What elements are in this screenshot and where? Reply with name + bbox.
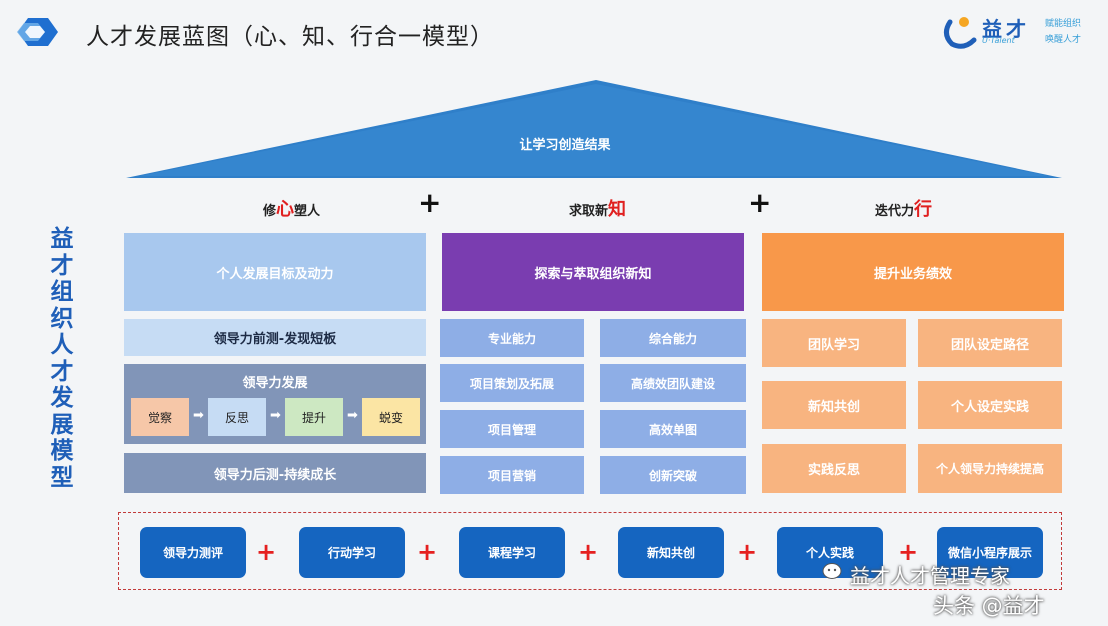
action-cell: 个人设定实践 [918, 381, 1062, 429]
action-cell: 团队学习 [762, 319, 906, 367]
bottom-item: 新知共创 [618, 527, 724, 578]
roof [126, 80, 1062, 178]
side-title: 益才组织人才发展模型 [50, 226, 74, 491]
middle-column-header: 探索与萃取组织新知 [442, 233, 744, 311]
left-post-assessment: 领导力后测-持续成长 [124, 453, 426, 493]
plus-icon: + [898, 538, 919, 566]
brand-tagline-1: 赋能组织 [1045, 19, 1082, 29]
pillar-heading-action-pre: 迭代力 [875, 204, 915, 219]
plus-sign: + [748, 186, 772, 219]
knowledge-cell: 专业能力 [440, 319, 584, 357]
action-cell: 实践反思 [762, 444, 906, 493]
plus-icon: + [256, 538, 277, 566]
plus-sign: + [418, 186, 442, 219]
pillar-heading-heart-pre: 修 [263, 204, 277, 219]
pillar-heading-knowledge-pre: 求取新 [569, 204, 609, 219]
pillar-heading-knowledge-highlight: 知 [608, 199, 627, 220]
right-column-header: 提升业务绩效 [762, 233, 1064, 311]
bottom-frame [118, 512, 1062, 590]
wechat-icon [822, 563, 842, 579]
roof-label: 让学习创造结果 [519, 138, 611, 153]
hexagon-logo-icon [17, 18, 58, 46]
pillar-heading-action: 迭代力行 [875, 195, 932, 221]
knowledge-cell: 创新突破 [600, 456, 746, 494]
left-development-title: 领导力发展 [242, 376, 308, 391]
knowledge-cell: 项目策划及拓展 [440, 364, 584, 402]
left-column-header: 个人发展目标及动力 [124, 233, 426, 311]
bottom-item: 课程学习 [459, 527, 565, 578]
brand-subtitle: U·Talent [982, 36, 1015, 45]
step-improve: 提升 [285, 398, 343, 436]
pillar-heading-heart-highlight: 心 [276, 199, 295, 220]
arrow-right-icon: ➡ [347, 408, 358, 423]
plus-icon: + [578, 538, 599, 566]
brand-name: 益才 [982, 17, 1030, 41]
pillar-heading-heart-post: 塑人 [294, 204, 321, 219]
arrow-right-icon: ➡ [270, 408, 281, 423]
pillar-heading-action-highlight: 行 [914, 199, 933, 220]
knowledge-cell: 高效单图 [600, 410, 746, 448]
brand-logo-icon [944, 17, 977, 49]
action-cell: 团队设定路径 [918, 319, 1062, 367]
knowledge-cell: 项目营销 [440, 456, 584, 494]
bottom-item: 行动学习 [299, 527, 405, 578]
bottom-item: 微信小程序展示 [937, 527, 1043, 578]
plus-icon: + [417, 538, 438, 566]
watermark-line-1: 益才人才管理专家 [850, 564, 1010, 588]
knowledge-cell: 综合能力 [600, 319, 746, 357]
action-cell: 新知共创 [762, 381, 906, 429]
step-transform: 蜕变 [362, 398, 420, 436]
knowledge-cell: 高绩效团队建设 [600, 364, 746, 402]
watermark-line-2: 头条 @益才 [933, 594, 1045, 618]
knowledge-cell: 项目管理 [440, 410, 584, 448]
plus-icon: + [737, 538, 758, 566]
brand-tagline-2: 唤醒人才 [1045, 35, 1082, 45]
action-cell: 个人领导力持续提高 [918, 444, 1062, 493]
pillar-heading-knowledge: 求取新知 [569, 195, 626, 221]
pillar-heading-heart: 修心塑人 [263, 195, 320, 221]
page-title: 人才发展蓝图（心、知、行合一模型） [86, 24, 494, 50]
step-reflect: 反思 [208, 398, 266, 436]
bottom-item: 领导力测评 [140, 527, 246, 578]
arrow-right-icon: ➡ [193, 408, 204, 423]
left-pre-assessment: 领导力前测-发现短板 [124, 319, 426, 356]
step-aware: 觉察 [131, 398, 189, 436]
